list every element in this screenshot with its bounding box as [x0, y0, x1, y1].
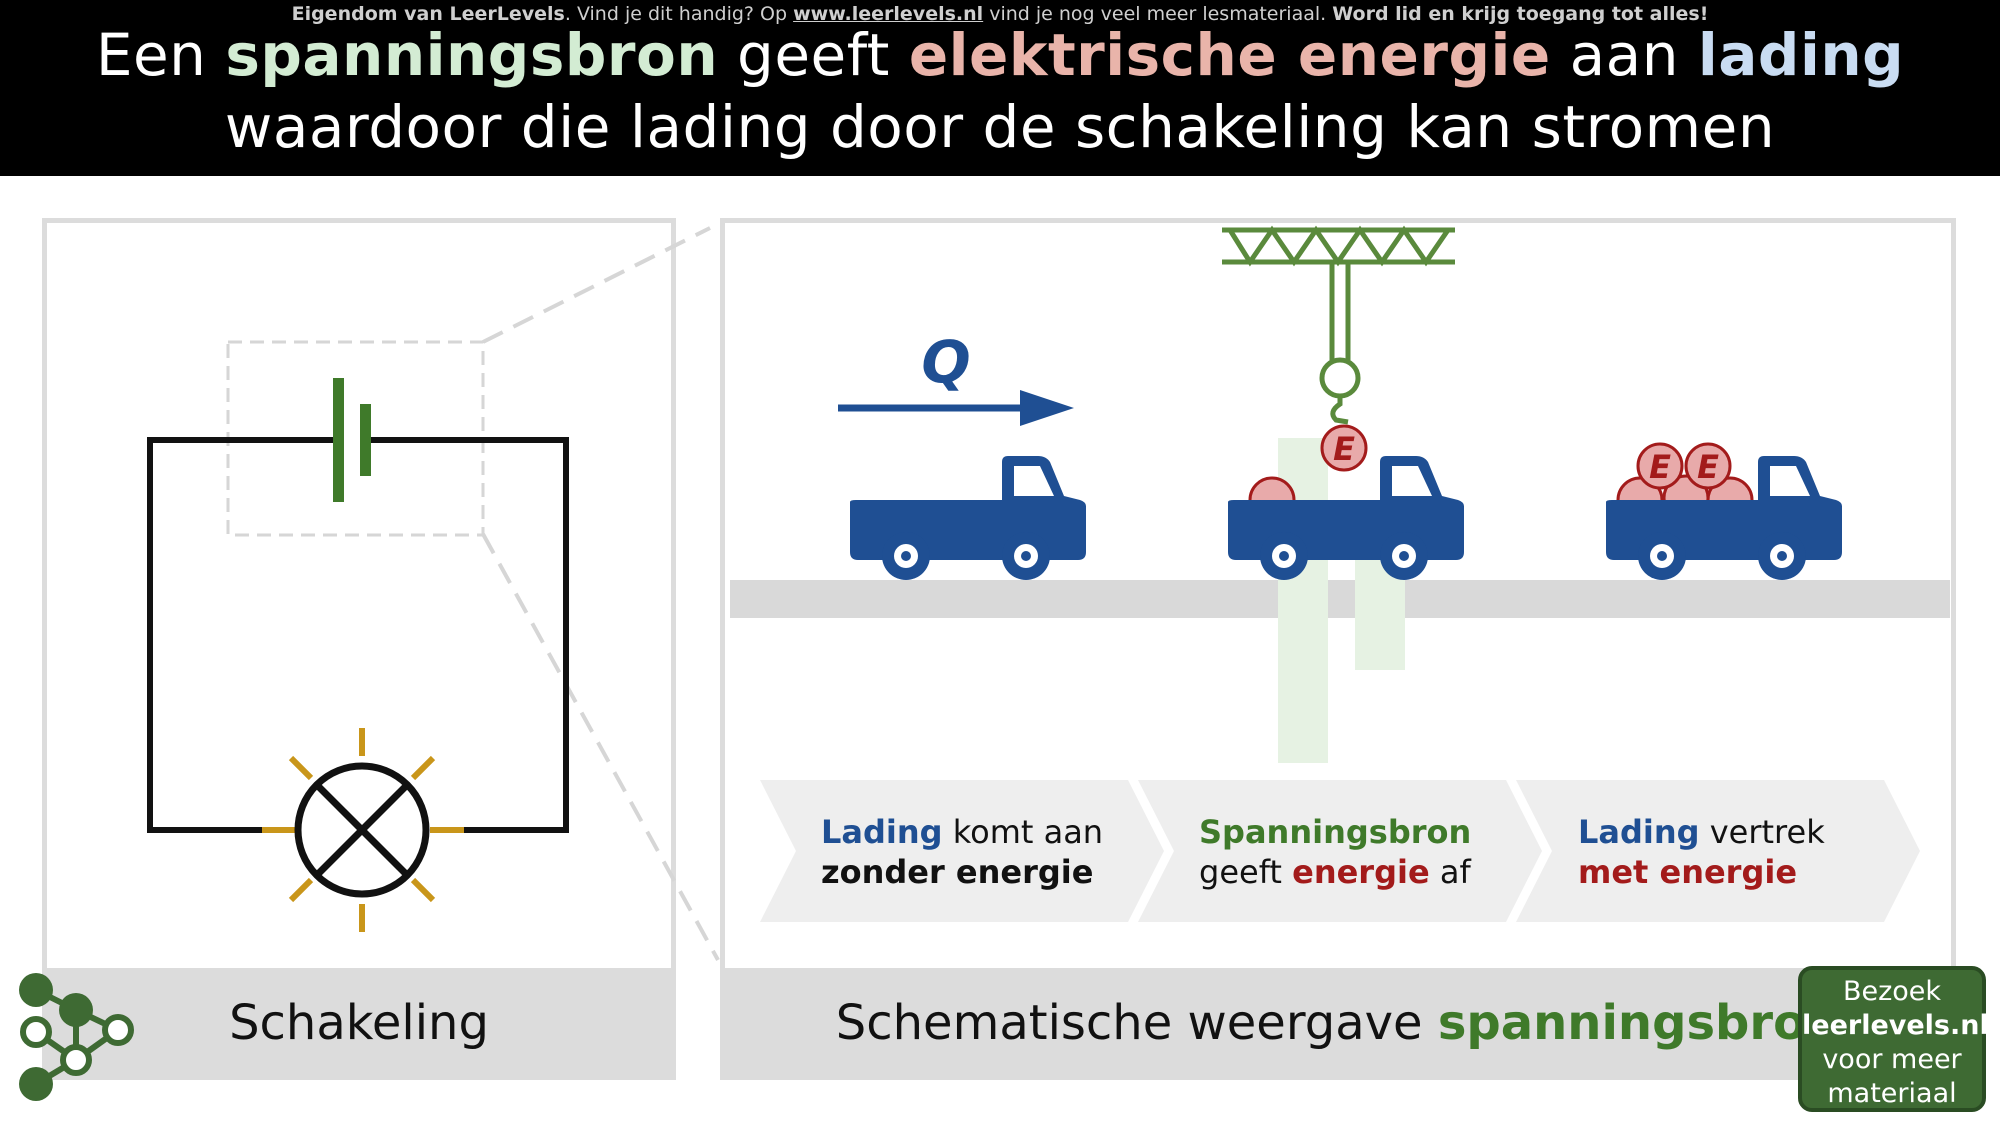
title-word: aan: [1550, 21, 1698, 89]
step-3-text: Lading vertrek met energie: [1578, 812, 1825, 892]
page-title-line-1: Een spanningsbron geeft elektrische ener…: [0, 20, 2000, 90]
header-banner: Eigendom van LeerLevels. Vind je dit han…: [0, 0, 2000, 176]
lamp-rays: [262, 728, 464, 932]
charge-symbol-q: Q: [921, 328, 970, 396]
step-1-rest: komt aan: [942, 813, 1104, 851]
schematic-caption-highlight: spanningsbron: [1437, 995, 1841, 1051]
energy-ball-hanging: E: [1320, 424, 1368, 472]
crane-hook: [1319, 262, 1361, 425]
step-1-line2: zonder energie: [821, 853, 1094, 891]
visit-line-3: voor meer: [1822, 1044, 1962, 1075]
step-1-highlight: Lading: [821, 813, 943, 851]
lamp-symbol: [262, 728, 464, 932]
battery-symbol: [333, 378, 371, 502]
title-word-elektrische-energie: elektrische energie: [908, 21, 1551, 89]
step-2-line2c: af: [1429, 853, 1471, 891]
circuit-caption: Schakeling: [42, 968, 676, 1080]
schematic-caption: Schematische weergave spanningsbron: [720, 968, 1956, 1080]
copyright-owner: Eigendom van LeerLevels: [291, 3, 565, 25]
copyright-text: . Vind je dit handig? Op: [564, 3, 794, 25]
leerlevels-link[interactable]: www.leerlevels.nl: [793, 3, 984, 25]
road: [730, 580, 1950, 618]
copyright-text-after: vind je nog veel meer lesmateriaal.: [983, 3, 1333, 25]
svg-text:E: E: [1333, 430, 1355, 468]
truck-empty: [850, 456, 1086, 580]
step-chevrons: [760, 780, 1920, 922]
step-chevron-2: [1138, 780, 1542, 922]
visit-leerlevels-button[interactable]: Bezoek leerlevels.nl voor meer materiaal: [1798, 966, 1989, 1112]
step-2-line2a: geeft: [1199, 853, 1293, 891]
copyright-notice: Eigendom van LeerLevels. Vind je dit han…: [0, 2, 2000, 26]
step-chevron-1: [760, 780, 1164, 922]
svg-text:E: E: [1649, 448, 1671, 486]
charge-flow-arrow: [838, 390, 1074, 426]
step-2-text: Spanningsbron geeft energie af: [1199, 812, 1471, 892]
title-word: Een: [95, 21, 226, 89]
step-2-energie: energie: [1292, 853, 1430, 891]
title-word-lading: lading: [1697, 21, 1905, 89]
leerlevels-logo: [19, 973, 134, 1101]
title-word-spanningsbron: spanningsbron: [225, 21, 719, 89]
copyright-cta: Word lid en krijg toegang tot alles!: [1332, 3, 1709, 25]
schematic-caption-text: Schematische weergave: [835, 995, 1438, 1051]
zoom-connector-lines: [481, 226, 720, 961]
title-word: geeft: [718, 21, 909, 89]
visit-line-1: Bezoek: [1842, 976, 1942, 1007]
visit-site: leerlevels.nl: [1802, 1010, 1989, 1041]
svg-text:E: E: [1697, 448, 1719, 486]
step-chevron-3: [1516, 780, 1920, 922]
circuit-caption-text: Schakeling: [229, 995, 489, 1051]
step-3-line2: met energie: [1578, 853, 1798, 891]
step-3-rest: vertrek: [1699, 813, 1825, 851]
visit-line-4: materiaal: [1827, 1078, 1957, 1109]
step-2-highlight: Spanningsbron: [1199, 813, 1472, 851]
step-1-text: Lading komt aan zonder energie: [821, 812, 1103, 892]
truck-loading: [1228, 456, 1464, 580]
step-3-highlight: Lading: [1578, 813, 1700, 851]
page-title-line-2: waardoor die lading door de schakeling k…: [224, 93, 1776, 161]
crane-truss: [1222, 225, 1455, 267]
circuit-wires: [147, 437, 569, 833]
